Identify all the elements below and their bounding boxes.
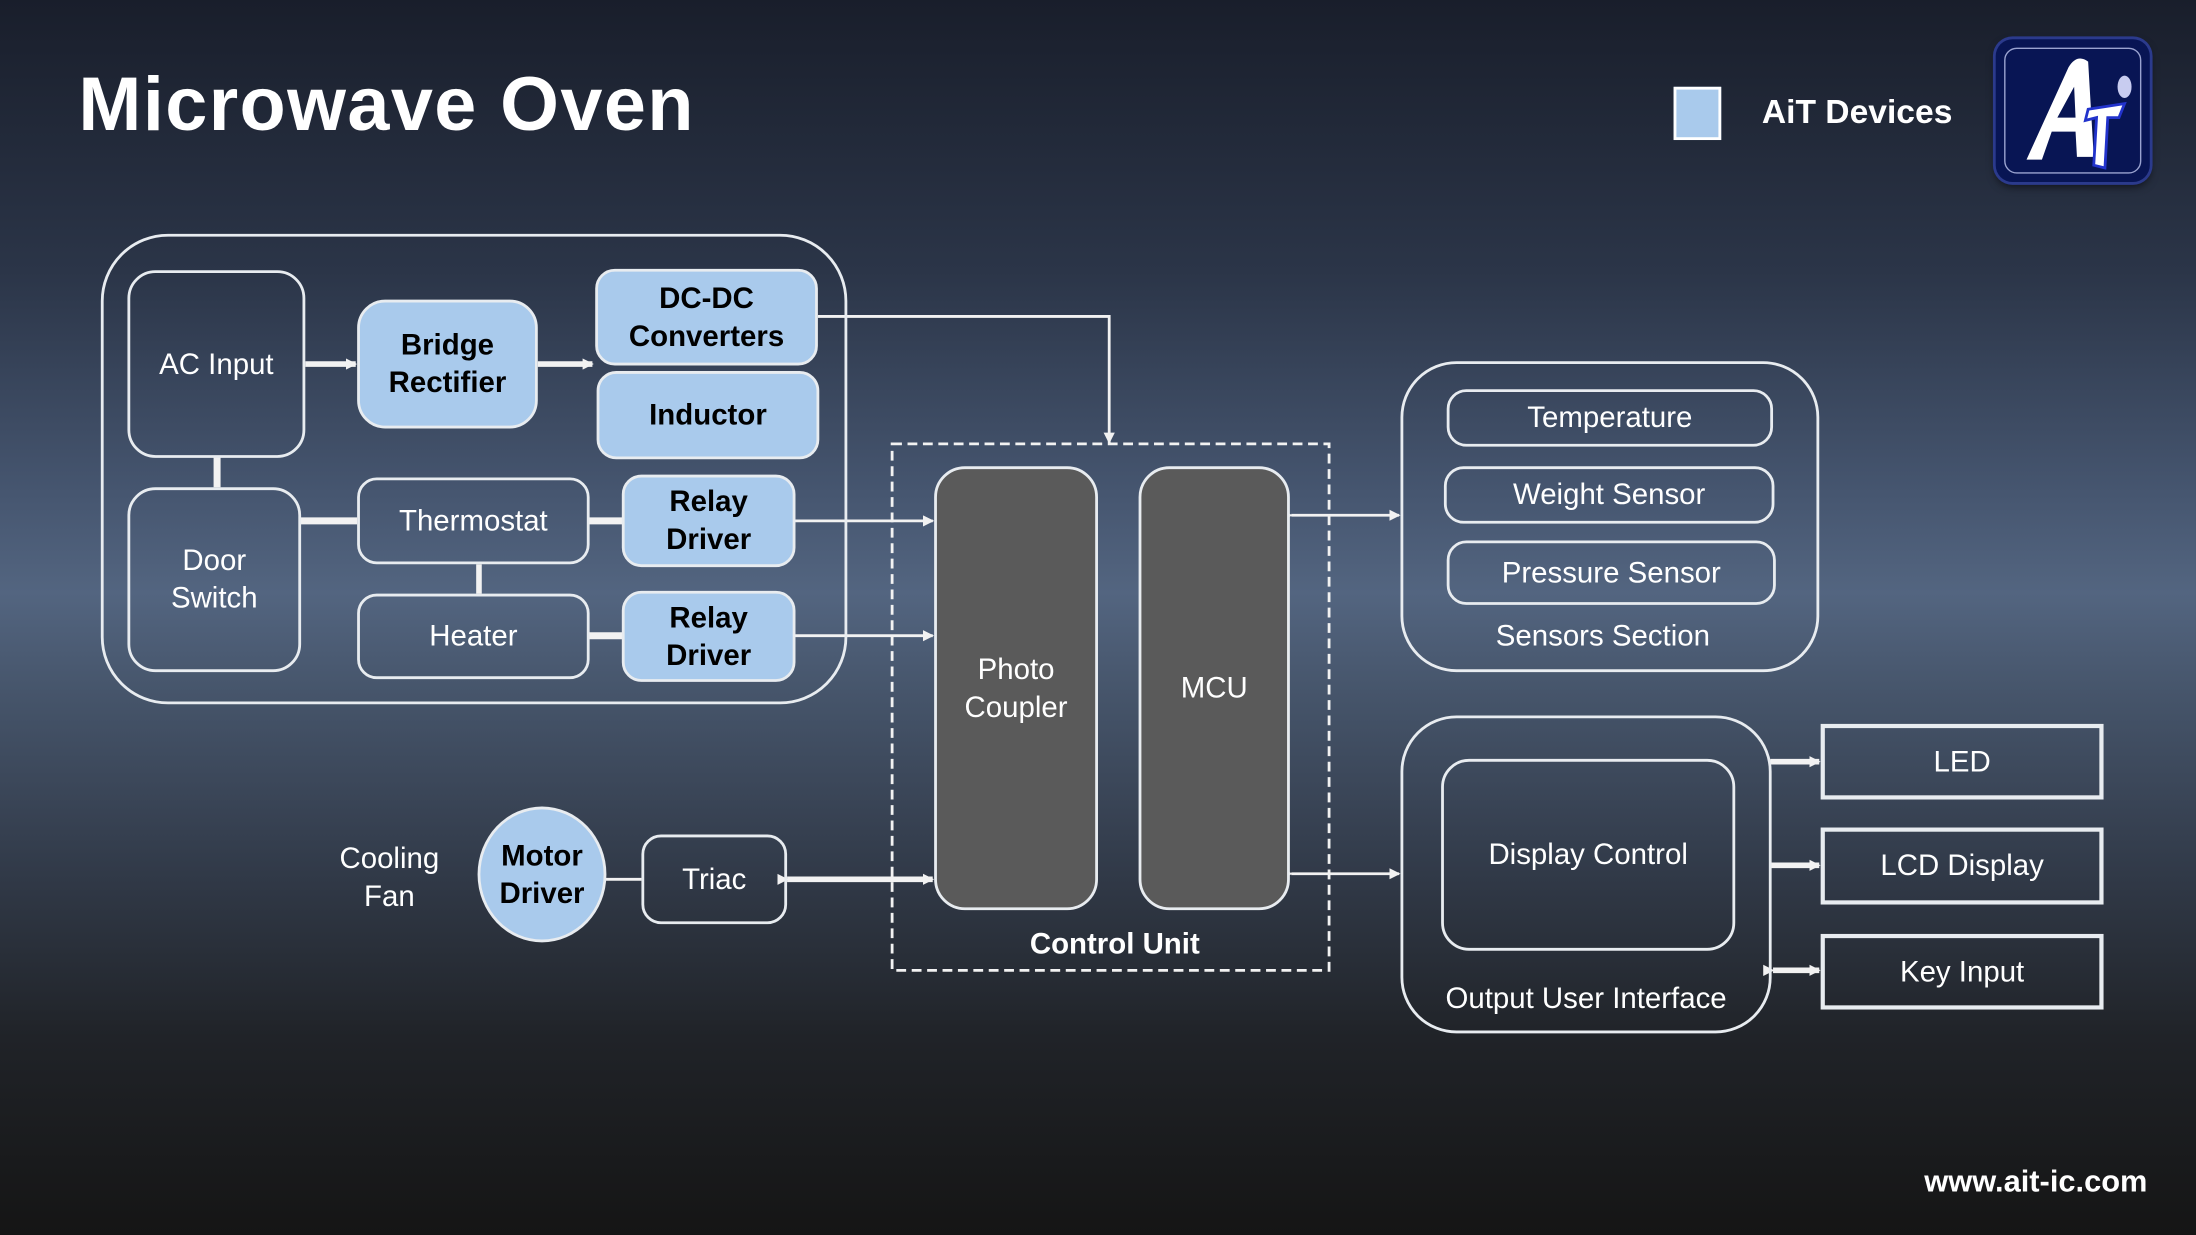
temperature-sensor-block: Temperature (1446, 389, 1774, 447)
heater-block: Heater (357, 593, 590, 680)
thermostat-block: Thermostat (357, 477, 590, 565)
photo-coupler-block: Photo Coupler (934, 466, 1098, 911)
inductor-label: Inductor (649, 399, 767, 432)
dc-dc-converters-block: DC-DC Converters (595, 268, 818, 366)
output-ui-label: Output User Interface (1445, 982, 1727, 1016)
sensors-section-group (1400, 361, 1820, 673)
bridge-rectifier-label: Bridge Rectifier (388, 329, 507, 400)
ait-logo (1995, 39, 2150, 183)
motor-driver-label: Motor Driver (499, 839, 585, 910)
sensors-section-label: Sensors Section (1495, 620, 1710, 653)
mcu-block: MCU (1138, 466, 1290, 911)
relay-driver-label: Relay Driver (666, 601, 752, 672)
heater-label: Heater (429, 620, 518, 653)
weight-sensor-block: Weight Sensor (1443, 466, 1775, 524)
thermostat-label: Thermostat (398, 504, 548, 537)
page-title: Microwave Oven (78, 63, 695, 148)
triac-label: Triac (682, 863, 747, 896)
relay-driver-label: Relay Driver (666, 485, 752, 556)
lcd-display-block: LCD Display (1820, 827, 2104, 905)
output-ui-group (1400, 715, 1772, 1034)
display-control-block: Display Control (1441, 758, 1736, 951)
ac-input-block: AC Input (127, 270, 306, 458)
relay-driver-heater-block: Relay Driver (621, 590, 796, 682)
sensor-label: Weight Sensor (1512, 478, 1706, 512)
footer-url[interactable]: www.ait-ic.com (1924, 1163, 2148, 1199)
door-switch-label: Door Switch (170, 544, 258, 615)
key-input-block: Key Input (1820, 933, 2104, 1010)
display-control-label: Display Control (1488, 838, 1688, 871)
control-unit-label: Control Unit (1029, 928, 1200, 961)
cooling-fan-label: Cooling Fan (339, 842, 440, 913)
sensor-label: Temperature (1527, 401, 1693, 435)
power-section-group (100, 233, 848, 705)
triac-block: Triac (641, 834, 788, 925)
output-label: Key Input (1899, 955, 2025, 988)
dc-dc-converters-label: DC-DC Converters (628, 282, 785, 353)
output-label: LED (1933, 745, 1991, 778)
pressure-sensor-block: Pressure Sensor (1446, 540, 1776, 605)
ait-logo-icon (2026, 58, 2132, 170)
wire-dcdc-to-control (817, 315, 1115, 444)
inductor-block: Inductor (596, 371, 820, 460)
legend-label: AiT Devices (1761, 93, 1953, 132)
motor-driver-block: Motor Driver (477, 806, 607, 943)
output-label: LCD Display (1880, 849, 2044, 883)
ac-input-label: AC Input (159, 347, 274, 381)
sensor-label: Pressure Sensor (1501, 556, 1721, 589)
mcu-label: MCU (1180, 672, 1248, 705)
door-switch-block: Door Switch (127, 487, 302, 673)
bridge-rectifier-block: Bridge Rectifier (357, 299, 538, 429)
photo-coupler-label: Photo Coupler (964, 653, 1068, 724)
led-block: LED (1820, 723, 2104, 800)
legend-swatch (1673, 86, 1722, 141)
relay-driver-thermostat-block: Relay Driver (621, 474, 796, 568)
